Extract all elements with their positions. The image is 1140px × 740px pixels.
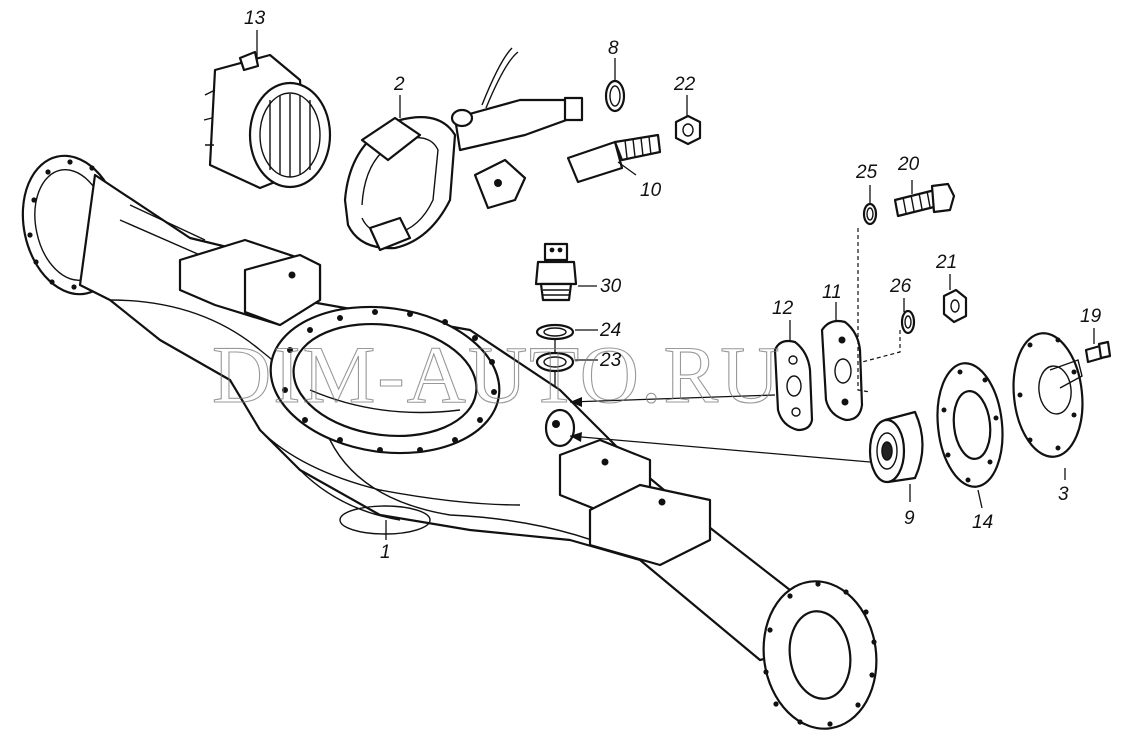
screw-19 — [1084, 340, 1112, 364]
callout-23: 23 — [599, 350, 622, 371]
cover-14 — [936, 362, 1004, 488]
callout-19: 19 — [1080, 306, 1102, 327]
callout-3: 3 — [1058, 484, 1069, 505]
pin-10 — [566, 133, 662, 184]
callout-9: 9 — [904, 508, 915, 529]
ring-24 — [535, 323, 575, 341]
washer-26 — [900, 309, 916, 335]
axle-housing — [21, 154, 878, 730]
shift-fork-2 — [343, 47, 584, 252]
gasket-3 — [1012, 332, 1084, 458]
callout-13: 13 — [244, 8, 266, 29]
gasket-12 — [773, 339, 814, 432]
arrow-heads — [570, 397, 582, 442]
callout-10: 10 — [640, 180, 662, 201]
callout-26: 26 — [889, 276, 912, 297]
callout-8: 8 — [608, 38, 619, 59]
spring-washer-25 — [862, 202, 878, 226]
callout-12: 12 — [772, 298, 794, 319]
right-flange-bolt-holes — [763, 581, 877, 727]
plate-11 — [820, 319, 864, 422]
watermark: DIM-AUTO.RU — [212, 329, 781, 420]
callout-22: 22 — [673, 74, 696, 95]
nut-22 — [674, 114, 702, 146]
bushing-9 — [868, 410, 924, 484]
callout-24: 24 — [599, 320, 621, 341]
callout-21: 21 — [935, 252, 957, 273]
callout-11: 11 — [822, 282, 842, 303]
callout-25: 25 — [855, 162, 878, 183]
callout-14: 14 — [972, 512, 993, 533]
nut-21 — [942, 288, 968, 324]
leader-lines — [256, 30, 1095, 540]
washer-8 — [604, 79, 626, 113]
callout-30: 30 — [600, 276, 622, 297]
callout-1: 1 — [380, 542, 391, 563]
sensor-30 — [534, 242, 578, 302]
callout-20: 20 — [897, 154, 920, 175]
callout-2: 2 — [393, 74, 405, 95]
banjo-bolt-holes — [282, 309, 497, 453]
callout-labels: 13 2 8 22 10 30 24 23 12 11 25 20 26 21 … — [244, 8, 1102, 563]
bearing-13 — [203, 50, 332, 190]
bolt-20 — [893, 182, 956, 218]
